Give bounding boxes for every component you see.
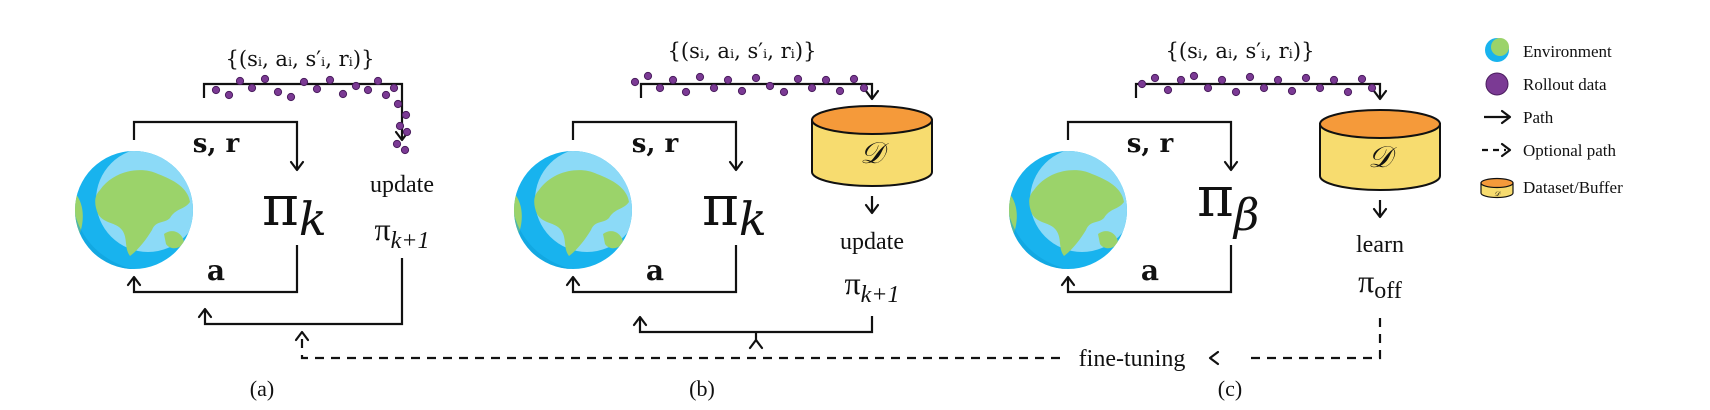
panel-a-earth-icon [70,148,200,273]
svg-text:Path: Path [1523,108,1554,127]
panel-a-update-label: update [370,172,434,198]
svg-text:Dataset/Buffer: Dataset/Buffer [1523,178,1623,197]
panel-b-action: a [646,254,664,287]
legend-dataset: 𝒟 Dataset/Buffer [1480,177,1623,199]
panel-c-earth-icon [1004,148,1134,273]
svg-text:Optional path: Optional path [1523,141,1617,160]
panel-c-state-reward: s, r [1127,129,1174,159]
panel-b-state-reward: s, r [632,129,679,159]
panel-a-tuple: {(sᵢ, aᵢ, s′ᵢ, rᵢ)} [226,47,375,71]
panel-b-earth-icon [509,148,639,273]
panel-b-rollout-dots [630,71,869,97]
rollout-dot-icon [1485,72,1509,96]
legend: Environment Rollout data Path Optional p… [1480,38,1623,199]
svg-text:Rollout data: Rollout data [1523,75,1607,94]
fine-tuning-path: fine-tuning [294,318,1382,372]
fine-tuning-label: fine-tuning [1079,346,1186,372]
panel-b: {(sᵢ, aᵢ, s′ᵢ, rᵢ)} s, r a πk 𝒟 [509,39,933,401]
panel-c: {(sᵢ, aᵢ, s′ᵢ, rᵢ)} s, r a πβ 𝒟 lea [1004,39,1441,401]
panel-b-tuple: {(sᵢ, aᵢ, s′ᵢ, rᵢ)} [668,39,817,63]
panel-a-state-reward: s, r [193,129,240,159]
svg-text:𝒟: 𝒟 [1494,190,1501,198]
panel-b-update-label: update [840,229,904,255]
legend-optional: Optional path [1482,141,1617,160]
panel-a-next-policy: πk+1 [374,211,429,254]
panel-c-caption: (c) [1218,376,1242,401]
legend-rollout: Rollout data [1485,72,1607,96]
legend-environment: Environment [1485,38,1612,62]
panel-b-policy: πk [702,174,767,246]
panel-c-dataset-cylinder: 𝒟 [1319,109,1441,191]
panel-c-rollout-dots [1137,71,1377,97]
panel-c-policy: πβ [1197,165,1259,241]
panel-b-dataset-cylinder: 𝒟 [811,105,933,187]
panel-b-next-policy: πk+1 [844,265,899,308]
svg-text:Environment: Environment [1523,42,1612,61]
panel-a-action: a [207,254,225,287]
panel-a-policy: πk [262,174,327,246]
legend-path: Path [1484,108,1554,127]
panel-b-caption: (b) [689,376,715,401]
panel-a: {(sᵢ, aᵢ, s′ᵢ, rᵢ)} s, r a πk update πk+… [70,47,434,401]
panel-a-caption: (a) [250,376,274,401]
panel-c-learn-label: learn [1356,232,1404,258]
panel-c-tuple: {(sᵢ, aᵢ, s′ᵢ, rᵢ)} [1166,39,1315,63]
panel-c-action: a [1141,254,1159,287]
panel-a-rollout-dots [211,74,412,155]
panel-c-next-policy: πoff [1358,263,1402,304]
